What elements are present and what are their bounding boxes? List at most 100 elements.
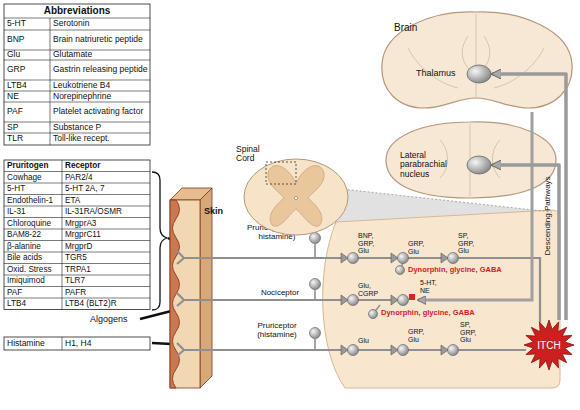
dorsal-horn-neuron <box>398 253 409 264</box>
dorsal-horn-neuron <box>348 345 359 356</box>
annotation: Glu, CGRP <box>358 281 382 298</box>
dorsal-horn-neuron <box>348 295 359 306</box>
ascending-pathway <box>492 74 566 320</box>
table-cell: PAF <box>7 102 49 122</box>
table-cell: LTB4 (BLT2)R <box>65 298 149 310</box>
table-cell: PAFR <box>65 287 149 299</box>
table-cell: Substance P <box>53 122 149 133</box>
table-cell: Platelet activating factor <box>53 102 149 122</box>
gray-matter <box>268 166 324 227</box>
table-cell: TLR7 <box>65 275 149 287</box>
modulatory-synapse <box>409 294 415 300</box>
nucleus-oval <box>467 156 491 174</box>
table-cell: SP <box>7 122 49 133</box>
table-cell: 5-HT 2A, 7 <box>65 183 149 195</box>
dorsal-horn-neuron <box>398 345 409 356</box>
table-cell: ETA <box>65 195 149 207</box>
projection-neuron <box>448 345 459 356</box>
table-cell: H1, H4 <box>65 337 149 350</box>
table-cell: IL-31 <box>7 206 61 218</box>
table-cell: Algogens <box>90 314 140 325</box>
table-cell: LTB4 <box>7 80 49 91</box>
starburst <box>524 320 574 370</box>
drg-neuron <box>310 279 321 290</box>
annotation: BNP, GRP, Glu <box>358 231 378 256</box>
brain-nucleus: Lateral parabrachial nucleus <box>400 148 492 182</box>
annotation: Descending Pathways <box>543 173 553 259</box>
axon <box>345 258 540 350</box>
itch-burst: ITCH <box>524 320 574 370</box>
table-cell: Brain natriuretic peptide <box>53 30 149 50</box>
table-cell: Leukotriene B4 <box>53 80 149 91</box>
table-cell: BAM8-22 <box>7 229 61 241</box>
table-cell: Glutamate <box>53 50 149 60</box>
table-cell: Norepinephrine <box>53 91 149 102</box>
skin-block <box>170 200 200 388</box>
table-cell: TLR <box>7 133 49 145</box>
annotation: SP, GRP, Glu <box>460 320 480 345</box>
inhibitory-interneuron <box>369 310 378 319</box>
annotation: SP, GRP, Glu <box>458 231 478 256</box>
annotation: GRP, Glu <box>408 327 428 344</box>
table-cell: Cowhage <box>7 172 61 184</box>
table-cell: TRPA1 <box>65 264 149 276</box>
dorsal-horn-neuron <box>348 253 359 264</box>
annotation: GRP, Glu <box>408 239 428 256</box>
table-cell: Endothelin-1 <box>7 195 61 207</box>
node-label: Thalamus <box>416 60 468 88</box>
node-label: Spinal Cord <box>236 143 270 165</box>
node-label: Lateral parabrachial nucleus <box>400 148 464 182</box>
node-label: Brain <box>394 20 434 34</box>
afferent-fiber <box>177 251 345 264</box>
table-cell: β-alanine <box>7 241 61 253</box>
annotation: Nociceptor <box>250 288 310 299</box>
table-cell: 5-HT <box>7 18 49 30</box>
dorsal-horn-neuron <box>398 295 409 306</box>
brain-nucleus: Thalamus <box>416 60 492 88</box>
ascending-pathway <box>492 165 559 320</box>
table-cell: IL-31RA/OSMR <box>65 206 149 218</box>
brain-outline <box>382 12 572 108</box>
table-cell: PAR2/4 <box>65 172 149 184</box>
table-cell: BNP <box>7 30 49 50</box>
table-cell: NE <box>7 91 49 102</box>
table-cell: Serotonin <box>53 18 149 30</box>
table-grid <box>62 337 63 350</box>
table-cell: MrgprD <box>65 241 149 253</box>
brain-detail <box>408 14 544 98</box>
table-grid <box>4 160 150 310</box>
table-cell: Glu <box>7 50 49 60</box>
nucleus-oval <box>467 65 491 83</box>
afferent-fiber <box>177 343 345 356</box>
brain-detail <box>440 124 500 196</box>
annotation: Dynorphin, glycine, GABA <box>381 308 481 318</box>
table-cell: Bile acids <box>7 252 61 264</box>
table-cell: Receptor <box>65 160 149 172</box>
annotation: Skin <box>204 206 234 217</box>
spinal-cord-section: Spinal Cord <box>236 143 350 237</box>
table-cell: MrgprC11 <box>65 229 149 241</box>
drg-neuron <box>310 328 321 339</box>
bracket <box>152 172 167 310</box>
table-cell: Abbreviations <box>4 4 150 18</box>
white-matter <box>244 159 348 235</box>
annotation: Glu <box>358 335 378 347</box>
node-label: ITCH <box>524 320 574 370</box>
annotation: 5-HT, NE <box>420 278 442 295</box>
table-grid <box>4 18 150 145</box>
table-cell: Gastrin releasing peptide <box>53 60 149 80</box>
table-cell: GRP <box>7 60 49 80</box>
drg-neuron <box>310 233 321 244</box>
table-border <box>4 337 150 350</box>
table-cell: Histamine <box>7 337 61 350</box>
zoom-box <box>266 162 296 184</box>
table-cell: 5-HT <box>7 183 61 195</box>
table-cell: MrgprA3 <box>65 218 149 230</box>
inhibitory-interneuron <box>396 266 405 275</box>
table-cell: Pruritogen <box>7 160 61 172</box>
table-cell: Toll-like recept. <box>53 133 149 145</box>
table-cell: Imiquimod <box>7 275 61 287</box>
brain-section: BrainThalamus <box>378 8 575 112</box>
annotation: Pruriceptor (histamine) <box>242 320 312 342</box>
table-cell: TGR5 <box>65 252 149 264</box>
